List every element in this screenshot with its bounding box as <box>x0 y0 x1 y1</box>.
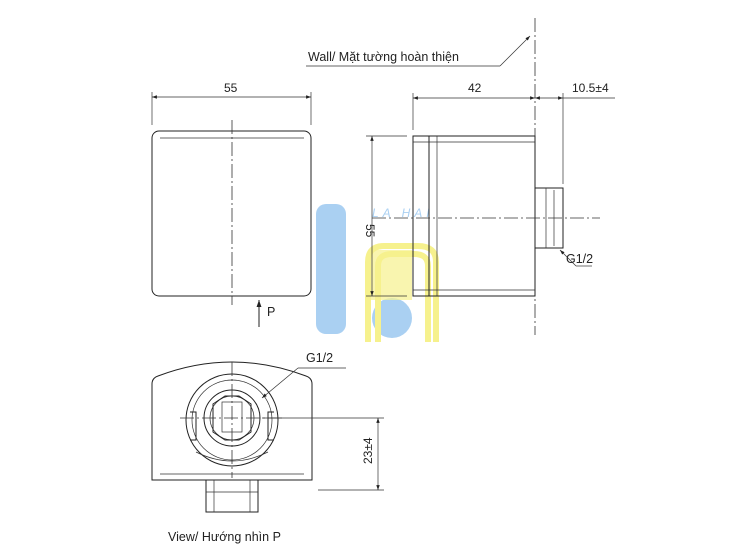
side-thread-label: G1/2 <box>566 252 593 266</box>
bottom-view-body <box>151 361 313 481</box>
wall-offset-dimension: 10.5±4 <box>572 81 609 95</box>
front-view: 55 P <box>151 81 312 327</box>
bottom-view-nipple <box>205 479 259 513</box>
bottom-view: G1/2 23±4 View/ Hướng nhìn P <box>151 351 384 544</box>
watermark-logo: LA HAI <box>316 204 439 342</box>
front-width-dimension: 55 <box>224 81 238 95</box>
watermark-dot-blue <box>372 298 412 338</box>
side-height-dimension: 55 <box>363 224 377 238</box>
watermark-text: LA HAI <box>372 206 434 220</box>
side-depth-dimension: 42 <box>468 81 482 95</box>
front-view-outer <box>151 130 312 297</box>
view-p-caption: View/ Hướng nhìn P <box>168 530 281 544</box>
watermark-bar-blue <box>316 204 346 334</box>
side-view: Wall/ Mặt tường hoàn thiện 42 10.5±4 55 … <box>306 18 615 335</box>
bottom-view-hex <box>212 395 252 441</box>
bottom-offset-dimension: 23±4 <box>361 437 375 464</box>
side-body <box>428 135 536 297</box>
wall-label: Wall/ Mặt tường hoàn thiện <box>308 50 459 64</box>
bottom-thread-label: G1/2 <box>306 351 333 365</box>
view-arrow-p-label: P <box>267 305 275 319</box>
watermark-fill-yellow <box>368 250 412 300</box>
